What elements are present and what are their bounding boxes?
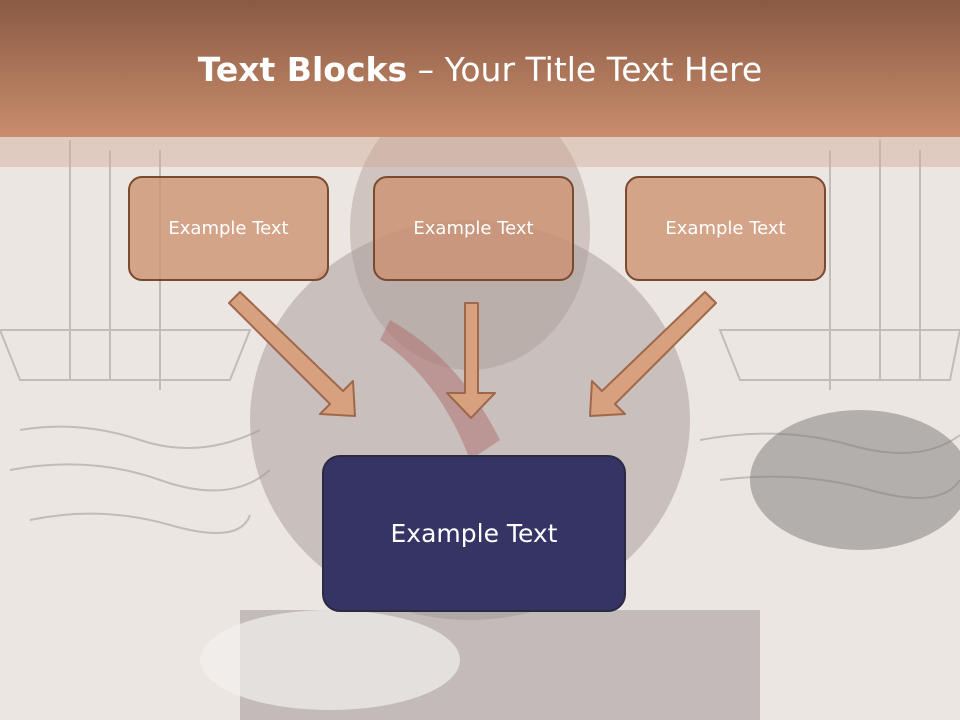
text-block-1-label: Example Text xyxy=(168,218,289,239)
arrow-left-icon xyxy=(228,291,356,417)
text-block-1[interactable]: Example Text xyxy=(128,176,329,281)
arrow-down-icon xyxy=(446,302,496,419)
text-block-2-label: Example Text xyxy=(413,218,534,239)
slide-title-bold: Text Blocks xyxy=(197,50,408,89)
slide-title-dash: – xyxy=(407,50,445,89)
text-block-3[interactable]: Example Text xyxy=(625,176,826,281)
slide-title-rest: Your Title Text Here xyxy=(444,50,763,89)
title-bar-strip xyxy=(0,137,960,167)
slide-title: Text Blocks – Your Title Text Here xyxy=(0,50,960,89)
main-text-block-label: Example Text xyxy=(390,519,558,548)
text-block-3-label: Example Text xyxy=(665,218,786,239)
main-text-block[interactable]: Example Text xyxy=(322,455,626,612)
text-block-2[interactable]: Example Text xyxy=(373,176,574,281)
arrow-right-icon xyxy=(589,291,717,417)
title-bar xyxy=(0,0,960,137)
